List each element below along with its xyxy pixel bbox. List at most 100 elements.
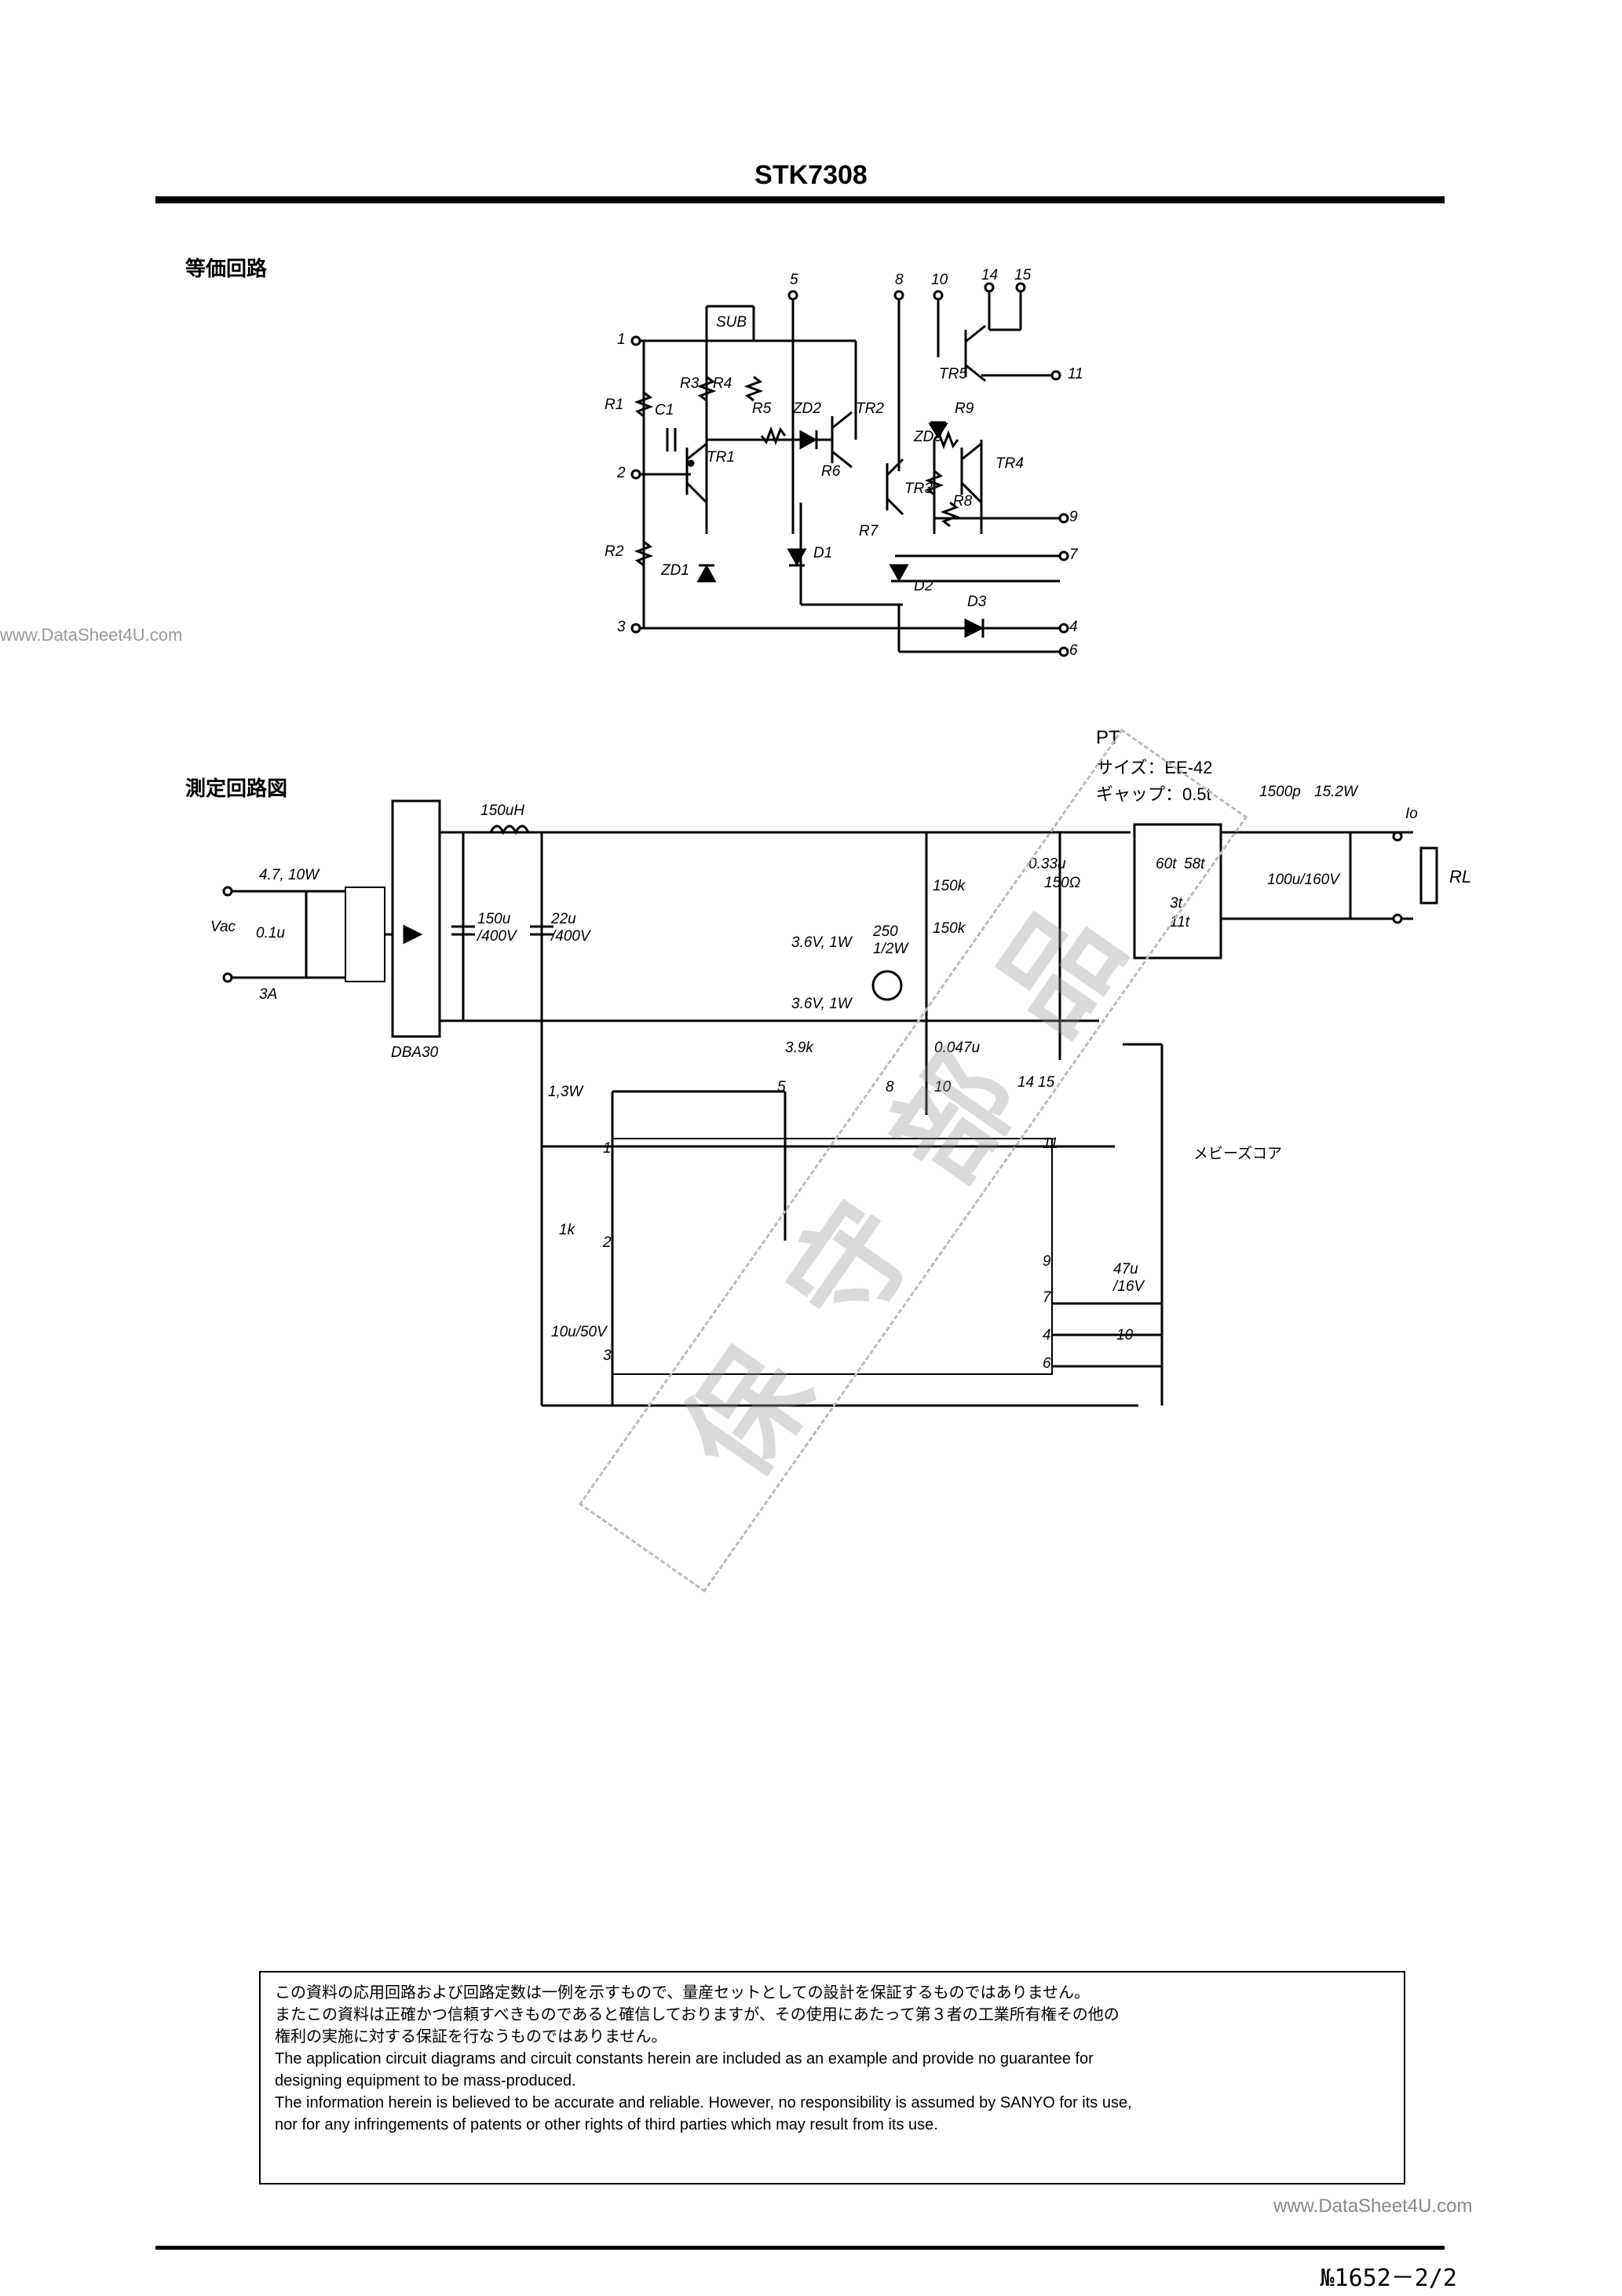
pt-size: サイズ：EE-42 — [1096, 758, 1213, 777]
pt-label: PT — [1096, 727, 1120, 748]
zener-2: 3.6V, 1W — [791, 996, 852, 1012]
pin-2: 2 — [617, 465, 626, 481]
section-measurement-circuit: 測定回路図 — [185, 777, 288, 800]
mc-pin-7: 7 — [1043, 1289, 1051, 1306]
res-150k-2: 150k — [933, 920, 966, 937]
mc-pin-10-right: 10 — [1116, 1327, 1134, 1344]
pin-7: 7 — [1069, 547, 1078, 563]
out-cap-1500p: 1500p — [1259, 784, 1301, 800]
part-r6: R6 — [821, 463, 841, 480]
part-tr3: TR3 — [904, 481, 933, 497]
mc-pin-9: 9 — [1043, 1253, 1051, 1270]
load-label: RL — [1449, 867, 1472, 887]
turns-60t: 60t — [1156, 856, 1177, 872]
footer-rule — [155, 2246, 1445, 2250]
mc-pin-15: 15 — [1038, 1074, 1055, 1091]
vac-label: Vac — [210, 919, 236, 935]
pin-4: 4 — [1069, 619, 1078, 635]
mc-pin-3: 3 — [603, 1347, 612, 1364]
part-c1: C1 — [655, 402, 674, 419]
mc-pin-5: 5 — [777, 1079, 786, 1095]
mc-pin-4: 4 — [1043, 1327, 1051, 1344]
part-d2: D2 — [914, 578, 933, 594]
pin-6: 6 — [1069, 642, 1078, 659]
turns-11t: 11t — [1170, 914, 1190, 930]
bridge-label: DBA30 — [391, 1044, 439, 1061]
input-fuse: 3A — [259, 986, 278, 1003]
mc-pin-14: 14 — [1017, 1074, 1035, 1091]
part-r8: R8 — [953, 493, 973, 510]
part-d3: D3 — [967, 594, 987, 610]
pin-5: 5 — [790, 272, 798, 288]
cap-150u: 150u /400V — [477, 911, 517, 945]
header-rule — [155, 196, 1445, 203]
pin-15: 15 — [1014, 267, 1032, 283]
part-sub: SUB — [716, 314, 747, 331]
section-equivalent-circuit: 等価回路 — [185, 257, 268, 280]
input-cap: 0.1u — [256, 925, 285, 941]
pin-3: 3 — [617, 619, 626, 635]
pin-10: 10 — [931, 272, 948, 288]
snubber-cap: 0.33u — [1028, 856, 1066, 872]
mc-pin-1: 1 — [603, 1140, 612, 1157]
mc-pin-2: 2 — [603, 1234, 612, 1251]
part-tr5: TR5 — [939, 366, 967, 382]
part-zd1: ZD1 — [661, 562, 689, 579]
document-title: STK7308 — [754, 160, 868, 190]
zener-1: 3.6V, 1W — [791, 934, 852, 951]
notice-line-5: designing equipment to be mass-produced. — [275, 2072, 576, 2089]
part-r4: R4 — [713, 375, 732, 392]
part-tr2: TR2 — [856, 400, 884, 417]
trimmer-label: 250 1/2W — [873, 923, 908, 957]
pin-9: 9 — [1069, 509, 1078, 525]
part-r9: R9 — [955, 400, 974, 417]
res-3-9k: 3.9k — [785, 1040, 813, 1056]
part-r5: R5 — [752, 400, 772, 417]
turns-58t: 58t — [1184, 856, 1205, 872]
equivalent-circuit-diagram — [630, 282, 1069, 657]
res-1-3w: 1,3W — [548, 1084, 583, 1100]
part-r2: R2 — [605, 543, 624, 560]
disclaimer-box: この資料の応用回路および回路定数は一例を示すもので、量産セットとしての設計を保証… — [259, 1971, 1405, 2184]
notice-line-6: The information herein is believed to be… — [275, 2094, 1132, 2111]
part-d1: D1 — [813, 545, 833, 561]
part-tr4: TR4 — [995, 455, 1024, 472]
measurement-circuit-diagram — [222, 799, 1438, 1407]
inductor-label: 150uH — [480, 803, 524, 819]
pt-gap: ギャップ：0.5t — [1096, 784, 1211, 804]
part-zd3: ZD3 — [914, 429, 942, 445]
watermark-url-left: www.DataSheet4U.com — [0, 625, 183, 645]
mc-pin-8: 8 — [886, 1079, 894, 1095]
cap-10u: 10u/50V — [551, 1324, 607, 1340]
mc-pin-11: 11 — [1043, 1135, 1058, 1152]
out-cap-100u: 100u/160V — [1267, 872, 1339, 888]
input-resistor: 4.7, 10W — [259, 867, 320, 883]
cap-47u: 47u /16V — [1113, 1261, 1145, 1295]
pin-14: 14 — [981, 267, 999, 283]
bead-core-label: メビーズコア — [1193, 1146, 1283, 1162]
mc-pin-6: 6 — [1043, 1355, 1051, 1372]
out-res: 15.2W — [1314, 784, 1357, 800]
part-r7: R7 — [859, 523, 879, 539]
snubber-res: 150Ω — [1044, 875, 1081, 891]
mc-pin-10: 10 — [934, 1079, 952, 1095]
output-current: Io — [1405, 806, 1418, 822]
pin-11: 11 — [1068, 366, 1083, 382]
notice-line-1: この資料の応用回路および回路定数は一例を示すもので、量産セットとしての設計を保証… — [275, 1984, 1090, 2002]
watermark-url-bottom: www.DataSheet4U.com — [1273, 2195, 1473, 2217]
cap-0-047u: 0.047u — [934, 1040, 981, 1056]
notice-line-3: 権利の実施に対する保証を行なうものではありません。 — [275, 2028, 667, 2046]
part-r3: R3 — [680, 375, 700, 392]
notice-line-2: またこの資料は正確かつ信頼すべきものであると確信しておりますが、その使用にあたっ… — [275, 2006, 1120, 2024]
res-150k-1: 150k — [933, 878, 966, 894]
turns-3t: 3t — [1170, 895, 1182, 912]
notice-line-4: The application circuit diagrams and cir… — [275, 2050, 1094, 2067]
cap-22u: 22u /400V — [551, 911, 590, 945]
part-zd2: ZD2 — [793, 400, 821, 417]
part-tr1: TR1 — [707, 449, 735, 466]
pin-1: 1 — [617, 331, 626, 348]
res-1k: 1k — [559, 1222, 575, 1238]
part-r1: R1 — [605, 397, 624, 413]
pin-8: 8 — [895, 272, 904, 288]
